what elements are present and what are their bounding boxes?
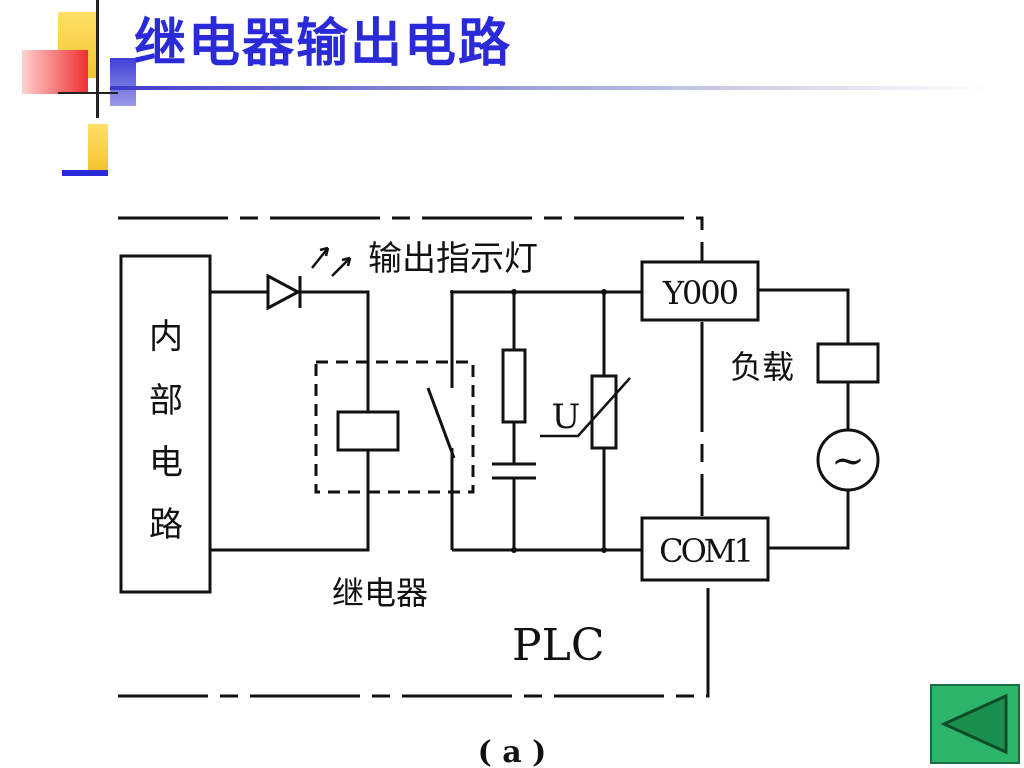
deco-vertical-line <box>96 0 99 118</box>
indicator-label: 输出指示灯 <box>368 239 538 279</box>
load-box <box>816 342 880 384</box>
plc-boundary <box>118 216 710 698</box>
varistor-label: U <box>552 397 581 437</box>
deco-yellow-small-block <box>88 124 108 170</box>
relay-coil <box>336 410 400 452</box>
internal-circuit-char-3: 电 <box>149 443 183 483</box>
varistor <box>590 374 618 450</box>
relay-label: 继电器 <box>332 574 428 612</box>
deco-blue-block <box>110 58 136 106</box>
snubber-capacitor <box>492 462 536 480</box>
deco-horizontal-line <box>58 92 118 94</box>
internal-circuit-char-4: 路 <box>149 505 183 545</box>
back-button[interactable] <box>930 684 1020 764</box>
load-label: 负载 <box>730 348 794 386</box>
snubber-resistor <box>501 348 527 424</box>
internal-circuit-box <box>119 254 212 594</box>
terminal-com1-label: COM1 <box>659 532 751 570</box>
figure-caption: ( a ) <box>478 735 547 768</box>
relay-dashed-box <box>314 360 475 494</box>
indicator-led <box>266 247 351 311</box>
internal-circuit-char-1: 内 <box>149 317 183 357</box>
ac-source-symbol: ~ <box>831 438 865 484</box>
plc-label: PLC <box>512 620 605 671</box>
slide-title: 继电器输出电路 <box>134 14 513 74</box>
deco-blue-bar <box>62 170 108 176</box>
terminal-y000-label: Y000 <box>662 274 738 312</box>
title-underline <box>110 86 990 90</box>
triangle-left-icon <box>940 693 1008 755</box>
relay-contact-blade <box>426 387 456 459</box>
internal-circuit-char-2: 部 <box>149 381 183 421</box>
deco-red-block <box>22 50 88 94</box>
